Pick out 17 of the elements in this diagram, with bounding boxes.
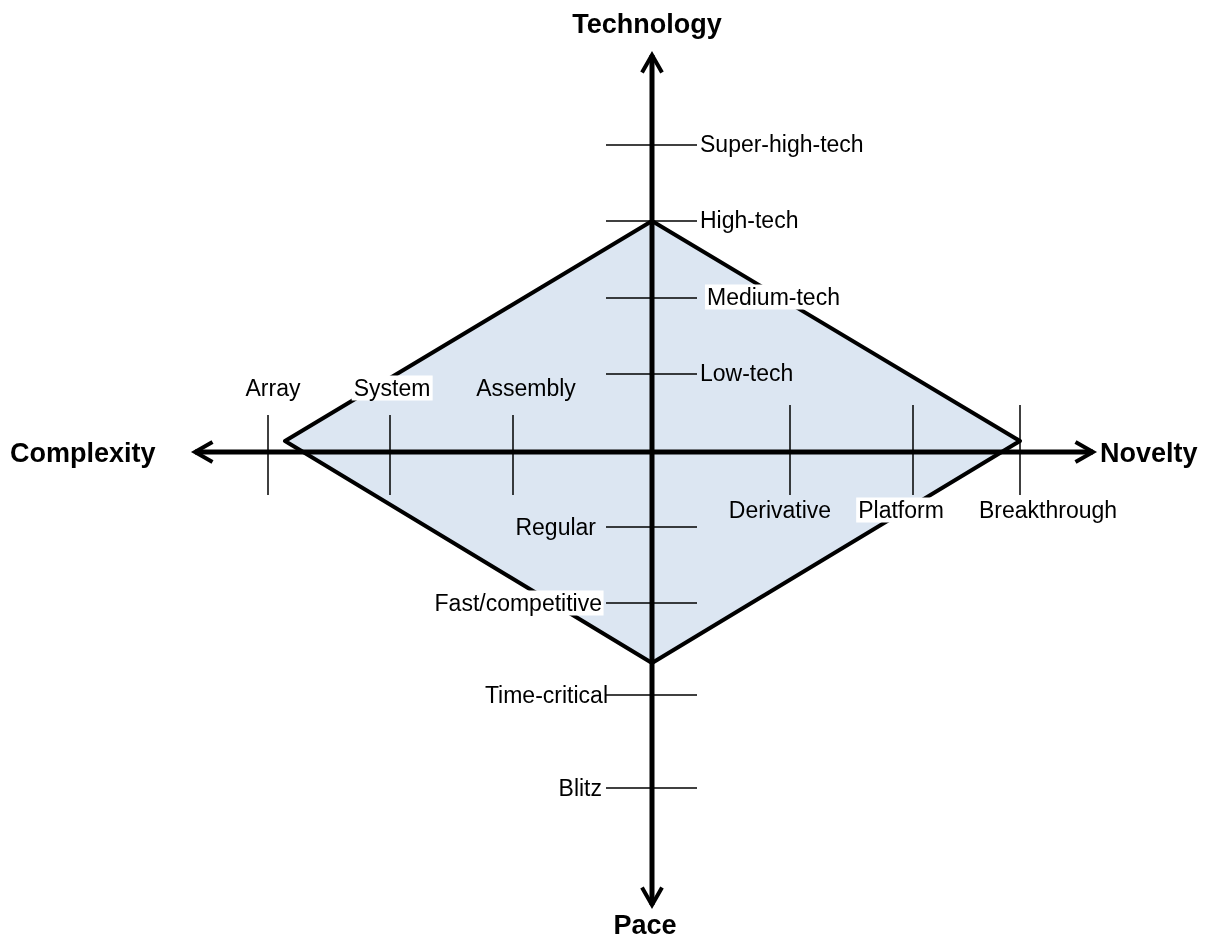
tick-label: Super-high-tech bbox=[700, 132, 864, 156]
axis-title: Novelty bbox=[1100, 439, 1198, 467]
tick-label: Medium-tech bbox=[705, 284, 842, 310]
tick-label: Breakthrough bbox=[978, 498, 1118, 522]
tick-label: Regular bbox=[515, 515, 596, 539]
tick-label: Platform bbox=[856, 497, 946, 523]
tick-label: High-tech bbox=[700, 208, 799, 232]
tick-label: Assembly bbox=[476, 376, 576, 400]
tick-label: Array bbox=[245, 376, 301, 400]
tick-label: Blitz bbox=[558, 776, 602, 800]
tick-label: Low-tech bbox=[700, 361, 794, 385]
axis-title: Technology bbox=[572, 10, 722, 38]
axis-title: Complexity bbox=[10, 439, 156, 467]
tick-label: Time-critical bbox=[484, 683, 608, 707]
tick-label: Derivative bbox=[728, 498, 832, 522]
axis-title: Pace bbox=[613, 911, 677, 939]
tick-label: System bbox=[351, 375, 433, 401]
